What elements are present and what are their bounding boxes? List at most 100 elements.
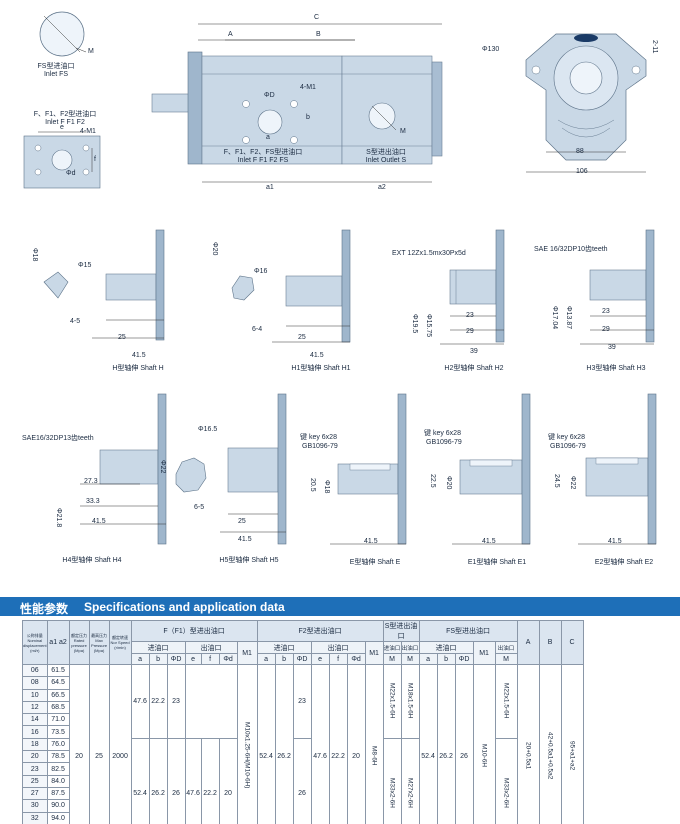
cell-disp: 23 xyxy=(22,762,48,776)
cell-f2-b: 26.2 xyxy=(274,663,294,824)
h4-d2: 33.3 xyxy=(86,498,100,505)
cell-f2-m1: M8-6H xyxy=(364,663,384,824)
h2-caption: H2型轴伸 Shaft H2 xyxy=(444,365,504,372)
th-f2-f: f xyxy=(328,653,348,665)
cell-s-out-top: M18x1.5-6H xyxy=(400,664,420,739)
h2-phi-a: Φ19.5 xyxy=(411,314,418,334)
h2-d2: 29 xyxy=(466,328,474,335)
main-a1-label: a1 xyxy=(266,184,274,191)
pump-front-drawing xyxy=(525,33,647,173)
cell-f2-a: 52.4 xyxy=(256,663,276,824)
fs-inlet-label-zh: FS型进油口 xyxy=(37,63,75,70)
e1-phi-a: 22.5 xyxy=(429,474,436,488)
th-fs-out: 出油口 xyxy=(494,641,518,654)
cell-a1a2: 64.5 xyxy=(46,676,70,690)
vertical-text: M22x1.5-6H xyxy=(388,682,396,719)
cell-maxp: 25 xyxy=(88,663,110,824)
cell-a1a2: 66.5 xyxy=(46,688,70,702)
shaft-e-drawing xyxy=(330,393,407,545)
th-s-m-out: M xyxy=(400,653,420,665)
th-fs-a: a xyxy=(418,653,438,665)
e2-d1: 41.5 xyxy=(608,538,622,545)
h3-d3: 39 xyxy=(608,344,616,351)
cell-disp: 32 xyxy=(22,811,48,824)
th-fs-port: FS型进出油口 xyxy=(418,620,518,642)
shaft-h-drawing xyxy=(43,229,165,341)
h4-note: SAE16/32DP13齿teeth xyxy=(22,435,94,442)
th-fs-b: b xyxy=(436,653,456,665)
h-phi-top: Φ15 xyxy=(78,262,92,269)
h3-phi-b: Φ13.87 xyxy=(565,306,572,330)
e-note2: GB1096-79 xyxy=(302,443,338,450)
shaft-h1-drawing xyxy=(231,229,351,343)
cell-f2-f: 22.2 xyxy=(328,663,348,824)
cell-disp: 30 xyxy=(22,799,48,813)
cell-f2-d: 20 xyxy=(346,663,366,824)
h5-d1: 25 xyxy=(238,518,246,525)
th-f-f: f xyxy=(200,653,220,665)
shaft-e1-drawing xyxy=(452,393,531,545)
h2-note: EXT 12Zx1.5mx30Px5d xyxy=(392,250,466,257)
shaft-e2-drawing xyxy=(578,393,657,545)
cell-B: 42+0.5a1+0.5a2 xyxy=(538,663,562,824)
e-caption: E型轴伸 Shaft E xyxy=(349,559,401,566)
cell-a1a2: 94.0 xyxy=(46,811,70,824)
th-s-in: 进油口 xyxy=(382,641,402,654)
th-f-a: a xyxy=(130,653,150,665)
th-speed: 额定转速 Nor Speed (r/min) xyxy=(108,620,132,665)
spec-title-en: Specifications and application data xyxy=(84,600,285,614)
h2-d1: 23 xyxy=(466,312,474,319)
spec-title-zh: 性能参数 xyxy=(20,602,69,616)
th-fs-m: M xyxy=(494,653,518,665)
main-outlet-zh: S型进出油口 xyxy=(366,149,406,156)
cell-disp: 10 xyxy=(22,688,48,702)
e2-note2: GB1096-79 xyxy=(550,443,586,450)
vertical-text: M22x1.5-6H xyxy=(502,682,510,719)
th-f2-b: b xyxy=(274,653,294,665)
h5-phi-top: Φ16.5 xyxy=(198,426,218,433)
ff-4m1-label: 4-M1 xyxy=(80,128,96,135)
shaft-h2-drawing xyxy=(440,229,505,345)
cell-A: 20+0.5a1 xyxy=(516,663,540,824)
th-f-D: ΦD xyxy=(166,653,186,665)
cell-f-b-bot: 26.2 xyxy=(148,737,168,824)
h5-key: 6-5 xyxy=(194,504,205,511)
cell-f2-e: 47.6 xyxy=(310,663,330,824)
ff-inlet-label-en: Inlet F F1 F2 xyxy=(45,119,85,126)
main-m-label: M xyxy=(400,128,406,135)
cell-disp: 16 xyxy=(22,725,48,739)
h1-caption: H1型轴伸 Shaft H1 xyxy=(291,365,351,372)
main-a2-label: a2 xyxy=(378,184,386,191)
cell-disp: 27 xyxy=(22,786,48,801)
th-f-in: 进油口 xyxy=(130,641,186,654)
main-4m1-label: 4-M1 xyxy=(300,84,316,91)
e2-phi-a: 24.5 xyxy=(553,474,560,488)
cell-s-in-top: M22x1.5-6H xyxy=(382,664,402,739)
th-A: A xyxy=(516,620,540,665)
fs-inlet-drawing xyxy=(39,11,87,57)
h2-phi-b: Φ15.75 xyxy=(425,314,432,338)
e2-caption: E2型轴伸 Shaft E2 xyxy=(594,559,654,566)
cell-disp: 20 xyxy=(22,750,48,764)
h3-caption: H3型轴伸 Shaft H3 xyxy=(586,365,646,372)
cell-a1a2: 84.0 xyxy=(46,774,70,788)
th-fs-D: ΦD xyxy=(454,653,474,665)
cell-a1a2: 76.0 xyxy=(46,737,70,752)
cell-disp: 18 xyxy=(22,737,48,752)
vertical-text: M10-6H xyxy=(480,744,488,768)
main-inlet-en: Inlet F F1 F2 FS xyxy=(237,157,289,164)
cell-disp: 12 xyxy=(22,700,48,715)
th-f-d: Φd xyxy=(218,653,238,665)
th-s-out: 出油口 xyxy=(400,641,420,654)
front-88-label: 88 xyxy=(576,148,584,155)
cell-fs-D: 26 xyxy=(454,663,474,824)
